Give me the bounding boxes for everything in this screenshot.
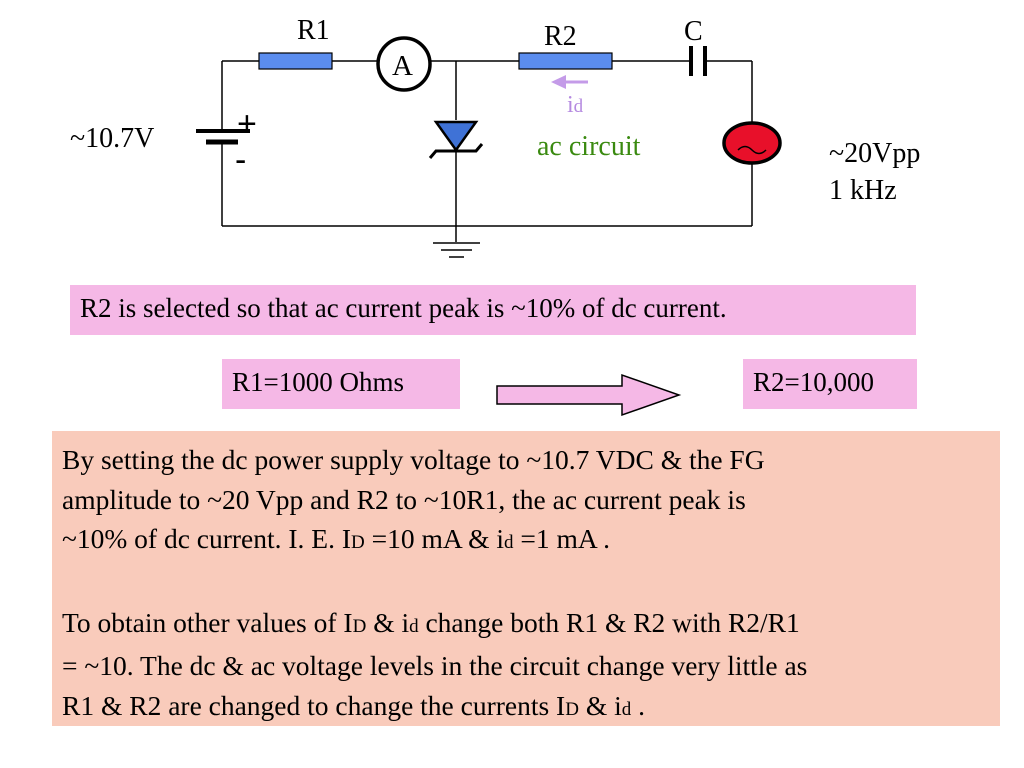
r2-value-box: R2=10,000 — [743, 359, 917, 409]
ammeter-symbol — [376, 36, 432, 92]
p2-l1-a: To obtain other values of I — [62, 606, 353, 638]
current-direction-arrow — [551, 75, 588, 89]
circuit-wires — [221, 60, 753, 242]
current-id-sub: d — [573, 96, 584, 117]
r2-selection-note: R2 is selected so that ac current peak i… — [70, 285, 916, 335]
battery-minus-sign: - — [235, 141, 247, 179]
zener-diode-symbol — [428, 120, 484, 159]
p1-l3-sub2: d — [504, 532, 514, 553]
p2-l3-sub1: D — [565, 698, 579, 720]
resistor-r1 — [258, 52, 333, 70]
current-id-label: id — [567, 93, 583, 117]
explanation-box: By setting the dc power supply voltage t… — [52, 431, 1000, 726]
r2-label: R2 — [544, 21, 577, 52]
ac-circuit-label: ac circuit — [537, 131, 641, 162]
r1-value-box: R1=1000 Ohms — [222, 359, 460, 409]
fg-frequency-label: 1 kHz — [829, 175, 897, 206]
capacitor-symbol — [689, 46, 707, 76]
paragraph2-line2: = ~10. The dc & ac voltage levels in the… — [62, 650, 808, 681]
current-id-main: i — [567, 92, 574, 118]
capacitor-label: C — [684, 16, 703, 47]
ac-source-symbol — [722, 121, 782, 165]
p2-l1-sub2: d — [409, 615, 419, 637]
p1-l3-a: ~10% of dc current. I. E. I — [62, 523, 352, 554]
p2-l3-a: R1 & R2 are changed to change the curren… — [62, 689, 566, 721]
p2-l1-b: & i — [366, 606, 410, 638]
battery-symbol — [196, 118, 250, 155]
resistor-r2 — [518, 52, 613, 70]
r1-label: R1 — [297, 15, 330, 46]
ground-symbol — [433, 242, 480, 258]
p2-l1-c: change both R1 & R2 with R2/R1 — [418, 606, 800, 638]
supply-voltage-label: ~10.7V — [70, 123, 155, 154]
paragraph2-line3: R1 & R2 are changed to change the curren… — [62, 686, 990, 730]
p2-l3-b: & i — [578, 689, 622, 721]
fg-amplitude-label: ~20Vpp — [829, 138, 921, 169]
right-arrow-icon — [496, 373, 682, 417]
paragraph1-line3: ~10% of dc current. I. E. ID =10 mA & id… — [62, 519, 990, 563]
p1-l3-sub1: D — [351, 532, 365, 553]
paragraph2-line1: To obtain other values of ID & id change… — [62, 603, 990, 647]
paragraph1-line2: amplitude to ~20 Vpp and R2 to ~10R1, th… — [62, 483, 746, 515]
paragraph1-line1: By setting the dc power supply voltage t… — [62, 444, 765, 475]
p2-l1-sub1: D — [352, 615, 367, 637]
paragraph-gap — [62, 563, 990, 603]
p1-l3-c: =1 mA . — [513, 523, 611, 554]
p2-l3-c: . — [631, 689, 645, 721]
p2-l3-sub2: d — [621, 698, 632, 720]
ammeter-label: A — [392, 50, 413, 82]
battery-plus-sign: + — [237, 105, 257, 143]
circuit-diagram — [196, 36, 782, 258]
p1-l3-b: =10 mA & i — [364, 523, 505, 554]
